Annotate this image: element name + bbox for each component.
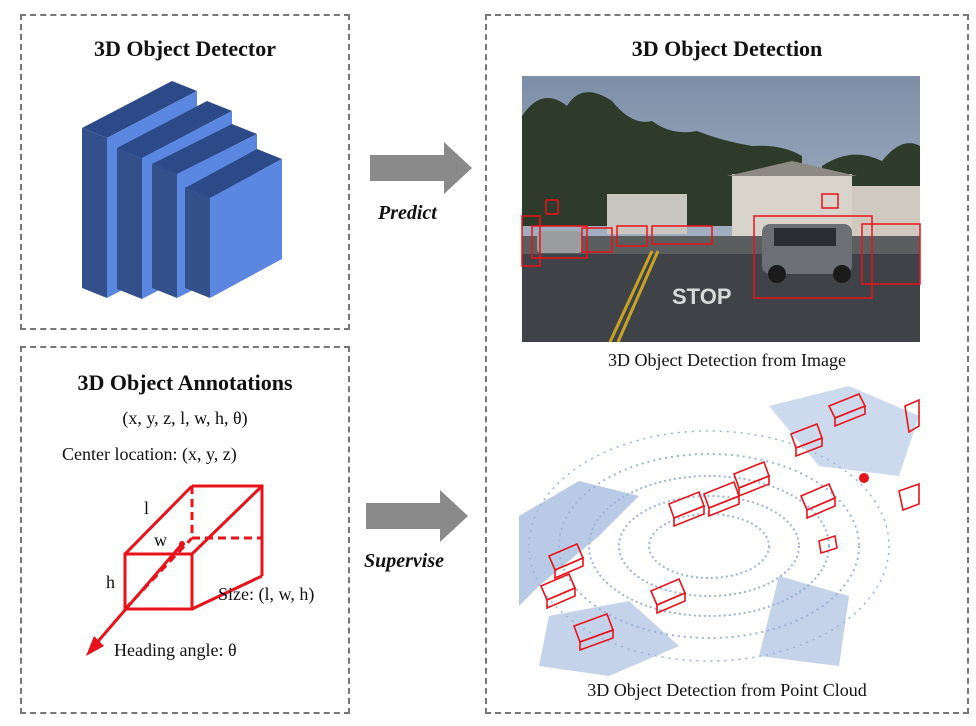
point-cloud-caption: 3D Object Detection from Point Cloud: [587, 680, 867, 700]
supervise-label: Supervise: [364, 550, 444, 572]
bounding-box-diagram: [86, 484, 264, 656]
detector-title: 3D Object Detector: [93, 36, 276, 61]
center-point: [179, 541, 185, 547]
detection-panel: 3D Object Detection STOP: [485, 14, 969, 714]
predict-label: Predict: [378, 202, 437, 224]
image-caption: 3D Object Detection from Image: [608, 350, 846, 370]
stop-road-marking: STOP: [672, 284, 732, 309]
height-label: h: [106, 572, 115, 592]
heading-arrow-head: [86, 636, 104, 656]
network-layer-4: [185, 149, 282, 298]
supervise-arrow-icon: [366, 490, 468, 542]
street-scene-image: STOP: [521, 76, 921, 343]
size-label: Size: (l, w, h): [218, 584, 315, 604]
width-label: w: [154, 530, 167, 550]
detector-panel: 3D Object Detector: [20, 14, 350, 330]
predict-arrow-icon: [370, 142, 472, 194]
heading-angle-label: Heading angle: θ: [114, 640, 237, 660]
annotation-panel: 3D Object Annotations (x, y, z, l, w, h,…: [20, 346, 350, 714]
point-cloud-image: [519, 386, 920, 676]
detection-title: 3D Object Detection: [631, 36, 823, 61]
center-location-label: Center location: (x, y, z): [62, 444, 237, 464]
network-layers-icon: [82, 81, 282, 299]
length-label: l: [144, 498, 150, 518]
annotation-title: 3D Object Annotations: [77, 370, 293, 395]
annotation-tuple: (x, y, z, l, w, h, θ): [122, 408, 248, 428]
